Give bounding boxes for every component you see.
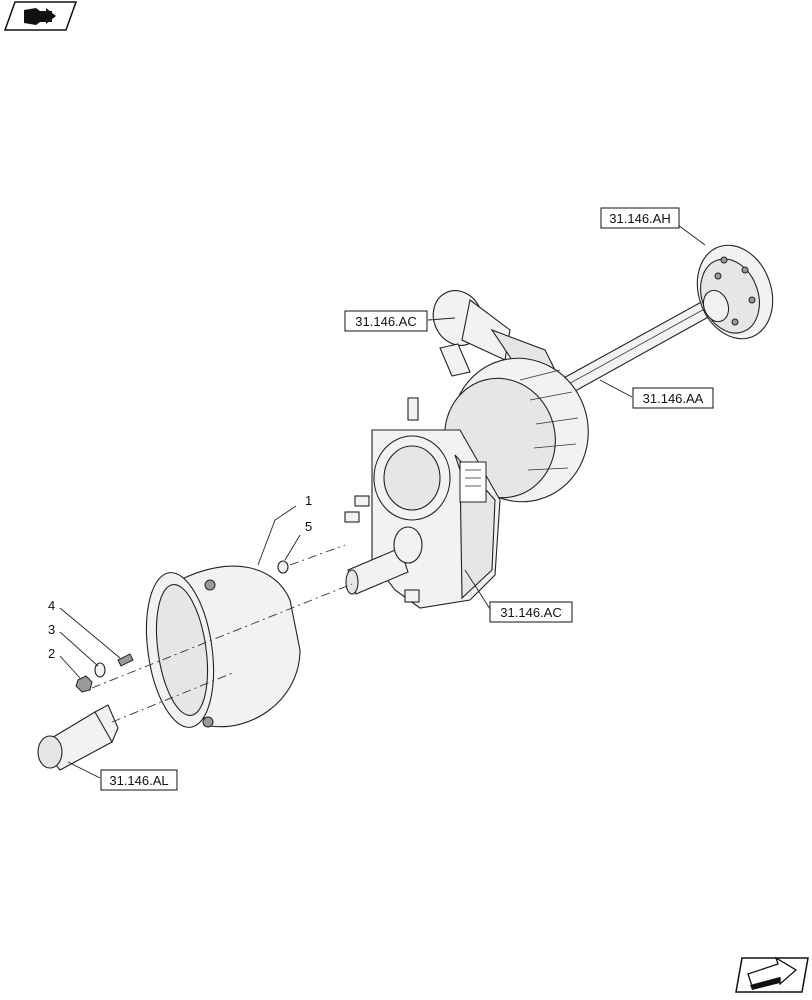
stud-item-4	[117, 653, 134, 667]
ref-box-aa[interactable]: 31.146.AA	[632, 387, 714, 409]
item-number-3: 3	[48, 622, 55, 637]
item-number-1: 1	[305, 493, 312, 508]
nut-item-2	[75, 675, 93, 693]
ref-label-ac-top: 31.146.AC	[355, 314, 416, 329]
drive-shaft	[559, 299, 713, 396]
flange-disc	[696, 244, 774, 340]
item-number-5: 5	[305, 519, 312, 534]
ref-label-aa: 31.146.AA	[643, 391, 704, 406]
ref-box-ac-top[interactable]: 31.146.AC	[344, 310, 428, 332]
ref-box-al[interactable]: 31.146.AL	[100, 769, 178, 791]
book-arrow-icon[interactable]	[3, 1, 78, 31]
gearbox	[344, 397, 501, 609]
ref-label-ah: 31.146.AH	[609, 211, 670, 226]
item-number-4: 4	[48, 598, 55, 613]
ref-label-al: 31.146.AL	[109, 773, 168, 788]
next-page-arrow-icon[interactable]	[735, 956, 809, 993]
leader-lines	[59, 224, 706, 779]
ref-box-ah[interactable]: 31.146.AH	[600, 207, 680, 229]
washer-item-3	[94, 662, 106, 678]
item-number-2: 2	[48, 646, 55, 661]
ref-box-ac-bottom[interactable]: 31.146.AC	[489, 601, 573, 623]
ref-label-ac-bottom: 31.146.AC	[500, 605, 561, 620]
guard-cone	[145, 565, 301, 728]
end-cap	[37, 704, 119, 771]
washer-item-5	[277, 560, 289, 574]
assembly-centerlines	[91, 544, 353, 723]
